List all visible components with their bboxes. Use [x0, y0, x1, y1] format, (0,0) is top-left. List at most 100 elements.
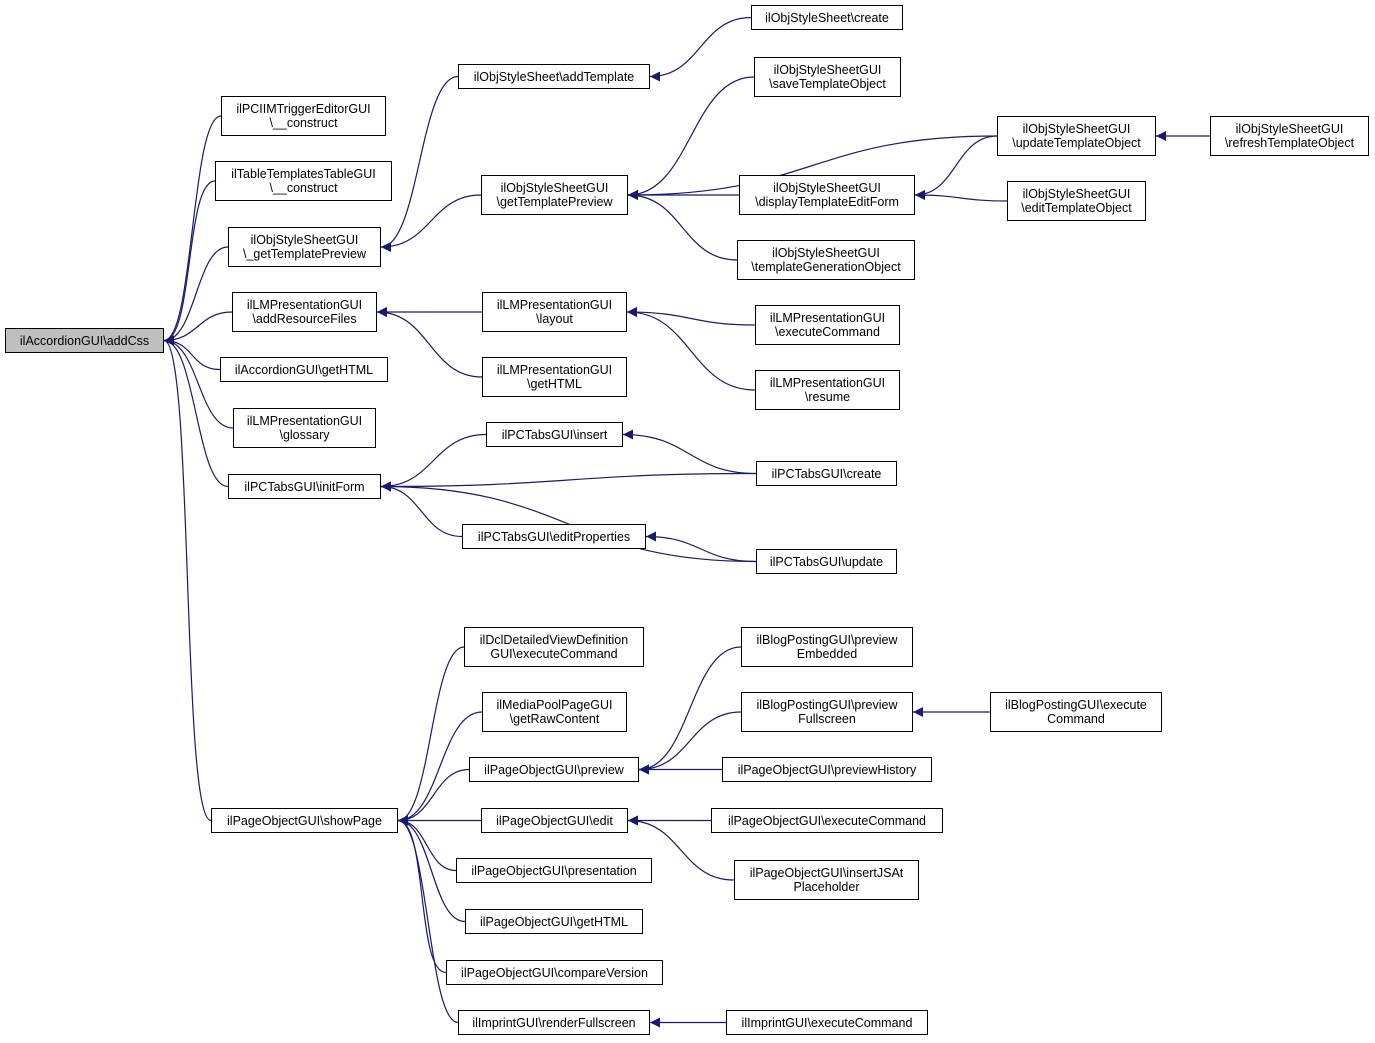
edge-oss-gettp-private-to-root	[163, 246, 229, 346]
node-lm-gethtml[interactable]: ilLMPresentationGUI\getHTML	[482, 357, 627, 397]
node-imprint-exec[interactable]: ilImprintGUI\executeCommand	[726, 1010, 928, 1035]
edge-pctabs-update-to-pctabs-editprops	[645, 531, 757, 563]
node-pctabs-editprops[interactable]: ilPCTabsGUI\editProperties	[462, 524, 646, 549]
node-ossgui-edit[interactable]: ilObjStyleSheetGUI\editTemplateObject	[1007, 181, 1146, 221]
node-pctabs-insert[interactable]: ilPCTabsGUI\insert	[486, 422, 623, 447]
node-label-line: ilAccordionGUI\addCss	[19, 333, 150, 348]
node-ossgui-save[interactable]: ilObjStyleSheetGUI\saveTemplateObject	[754, 57, 901, 97]
node-label-line: ilPCTabsGUI\insert	[501, 427, 608, 442]
node-label-line: ilBlogPostingGUI\execute	[1005, 698, 1147, 712]
node-label-line: \resume	[804, 390, 851, 404]
node-label-line: ilImprintGUI\executeCommand	[741, 1015, 913, 1030]
node-oss-gettp-private[interactable]: ilObjStyleSheetGUI\_getTemplatePreview	[228, 227, 381, 267]
node-pctabs-create[interactable]: ilPCTabsGUI\create	[756, 461, 897, 486]
node-label-line: Command	[1047, 712, 1105, 726]
edge-pctabs-create-to-pctabs-initform	[380, 472, 757, 492]
edge-lm-exec-to-lm-layout	[626, 307, 756, 326]
node-label-line: ilObjStyleSheetGUI	[1022, 187, 1131, 201]
node-label-line: \refreshTemplateObject	[1224, 136, 1355, 150]
node-pog-preview[interactable]: ilPageObjectGUI\preview	[469, 757, 639, 782]
node-label-line: \getTemplatePreview	[496, 195, 613, 209]
node-label-line: ilObjStyleSheetGUI	[1235, 122, 1344, 136]
node-label-line: ilPageObjectGUI\preview	[484, 762, 624, 777]
node-pog-presentation[interactable]: ilPageObjectGUI\presentation	[456, 858, 652, 883]
node-label-line: ilPCTabsGUI\editProperties	[477, 529, 631, 544]
node-label-line: ilDclDetailedViewDefinition	[479, 633, 629, 647]
edge-blog-embedded-to-pog-preview	[638, 646, 742, 775]
node-mediapool[interactable]: ilMediaPoolPageGUI\getRawContent	[482, 692, 627, 732]
node-pog-showpage[interactable]: ilPageObjectGUI\showPage	[211, 808, 398, 833]
node-label-line: \updateTemplateObject	[1012, 136, 1141, 150]
node-lm-exec[interactable]: ilLMPresentationGUI\executeCommand	[755, 305, 900, 345]
node-pog-history[interactable]: ilPageObjectGUI\previewHistory	[722, 757, 932, 782]
node-lm-glossary[interactable]: ilLMPresentationGUI\glossary	[233, 408, 376, 448]
edge-mediapool-to-pog-showpage	[397, 711, 483, 826]
node-label-line: ilBlogPostingGUI\preview	[756, 698, 898, 712]
node-ossgui-refresh[interactable]: ilObjStyleSheetGUI\refreshTemplateObject	[1210, 116, 1369, 156]
node-pcimm[interactable]: ilPCIIMTriggerEditorGUI\__construct	[221, 96, 386, 136]
edge-ossgui-update-to-ossgui-gettp	[627, 135, 998, 200]
node-ossgui-display[interactable]: ilObjStyleSheetGUI\displayTemplateEditFo…	[739, 175, 915, 215]
node-pog-compare[interactable]: ilPageObjectGUI\compareVersion	[446, 960, 663, 985]
node-label-line: ilPageObjectGUI\executeCommand	[727, 813, 926, 828]
node-label-line: \layout	[536, 312, 573, 326]
node-label-line: \executeCommand	[775, 325, 880, 339]
node-label-line: ilTableTemplatesTableGUI	[231, 167, 376, 181]
node-label-line: \__construct	[269, 181, 338, 195]
edge-ossgui-save-to-ossgui-gettp	[627, 76, 755, 200]
node-ossgui-gen[interactable]: ilObjStyleSheetGUI\templateGenerationObj…	[737, 240, 915, 280]
node-label-line: ilPageObjectGUI\compareVersion	[461, 965, 648, 980]
node-acc-gethtml[interactable]: ilAccordionGUI\getHTML	[220, 357, 388, 382]
node-ossgui-gettp[interactable]: ilObjStyleSheetGUI\getTemplatePreview	[481, 175, 628, 215]
node-pog-gethtml[interactable]: ilPageObjectGUI\getHTML	[465, 909, 643, 934]
node-label-line: ilPageObjectGUI\insertJSAt	[749, 866, 904, 880]
node-lm-resume[interactable]: ilLMPresentationGUI\resume	[755, 370, 900, 410]
node-label-line: \glossary	[279, 428, 330, 442]
node-label-line: ilPCTabsGUI\update	[769, 554, 884, 569]
node-label-line: Placeholder	[793, 880, 860, 894]
edge-pctabs-create-to-pctabs-insert	[622, 429, 757, 475]
node-label-line: \saveTemplateObject	[769, 77, 886, 91]
node-label-line: ilImprintGUI\renderFullscreen	[472, 1015, 636, 1030]
node-root[interactable]: ilAccordionGUI\addCss	[5, 328, 164, 353]
node-label-line: \templateGenerationObject	[751, 260, 901, 274]
edge-ossgui-gettp-to-oss-gettp-private	[380, 194, 482, 252]
edge-pctabs-insert-to-pctabs-initform	[380, 433, 487, 492]
node-lm-addres[interactable]: ilLMPresentationGUI\addResourceFiles	[232, 292, 377, 332]
edge-pog-compare-to-pog-showpage	[397, 815, 447, 974]
edge-lm-resume-to-lm-layout	[626, 307, 756, 391]
edge-oss-create-to-oss-addtemplate	[649, 16, 752, 82]
node-label-line: Embedded	[796, 647, 858, 661]
node-ossgui-update[interactable]: ilObjStyleSheetGUI\updateTemplateObject	[997, 116, 1156, 156]
node-pctabs-initform[interactable]: ilPCTabsGUI\initForm	[228, 474, 381, 499]
node-label-line: GUI\executeCommand	[490, 647, 618, 661]
edge-pog-insertjs-to-pog-edit	[627, 815, 735, 881]
node-label-line: ilPCTabsGUI\initForm	[244, 479, 365, 494]
node-label-line: ilLMPresentationGUI	[246, 298, 363, 312]
node-label-line: \editTemplateObject	[1021, 201, 1132, 215]
node-pog-exec[interactable]: ilPageObjectGUI\executeCommand	[711, 808, 943, 833]
edge-blog-fullscreen-to-pog-preview	[638, 711, 742, 775]
node-oss-addtemplate[interactable]: ilObjStyleSheet\addTemplate	[458, 64, 650, 89]
node-tabletpl[interactable]: ilTableTemplatesTableGUI\__construct	[215, 161, 392, 201]
edge-lm-gethtml-to-lm-addres	[376, 307, 483, 378]
node-label-line: ilLMPresentationGUI	[496, 298, 613, 312]
node-pctabs-update[interactable]: ilPCTabsGUI\update	[756, 549, 897, 574]
node-label-line: \_getTemplatePreview	[243, 247, 366, 261]
node-label-line: ilLMPresentationGUI	[246, 414, 363, 428]
node-label-line: ilPageObjectGUI\presentation	[471, 863, 637, 878]
node-imprint-render[interactable]: ilImprintGUI\renderFullscreen	[458, 1010, 650, 1035]
node-label-line: ilPageObjectGUI\edit	[496, 813, 613, 828]
node-lm-layout[interactable]: ilLMPresentationGUI\layout	[482, 292, 627, 332]
node-label-line: ilObjStyleSheetGUI	[773, 63, 882, 77]
node-label-line: Fullscreen	[798, 712, 856, 726]
node-pog-edit[interactable]: ilPageObjectGUI\edit	[481, 808, 628, 833]
node-oss-create[interactable]: ilObjStyleSheet\create	[751, 5, 903, 30]
node-label-line: ilLMPresentationGUI	[769, 311, 886, 325]
edge-ossgui-update-to-ossgui-display	[914, 135, 998, 200]
